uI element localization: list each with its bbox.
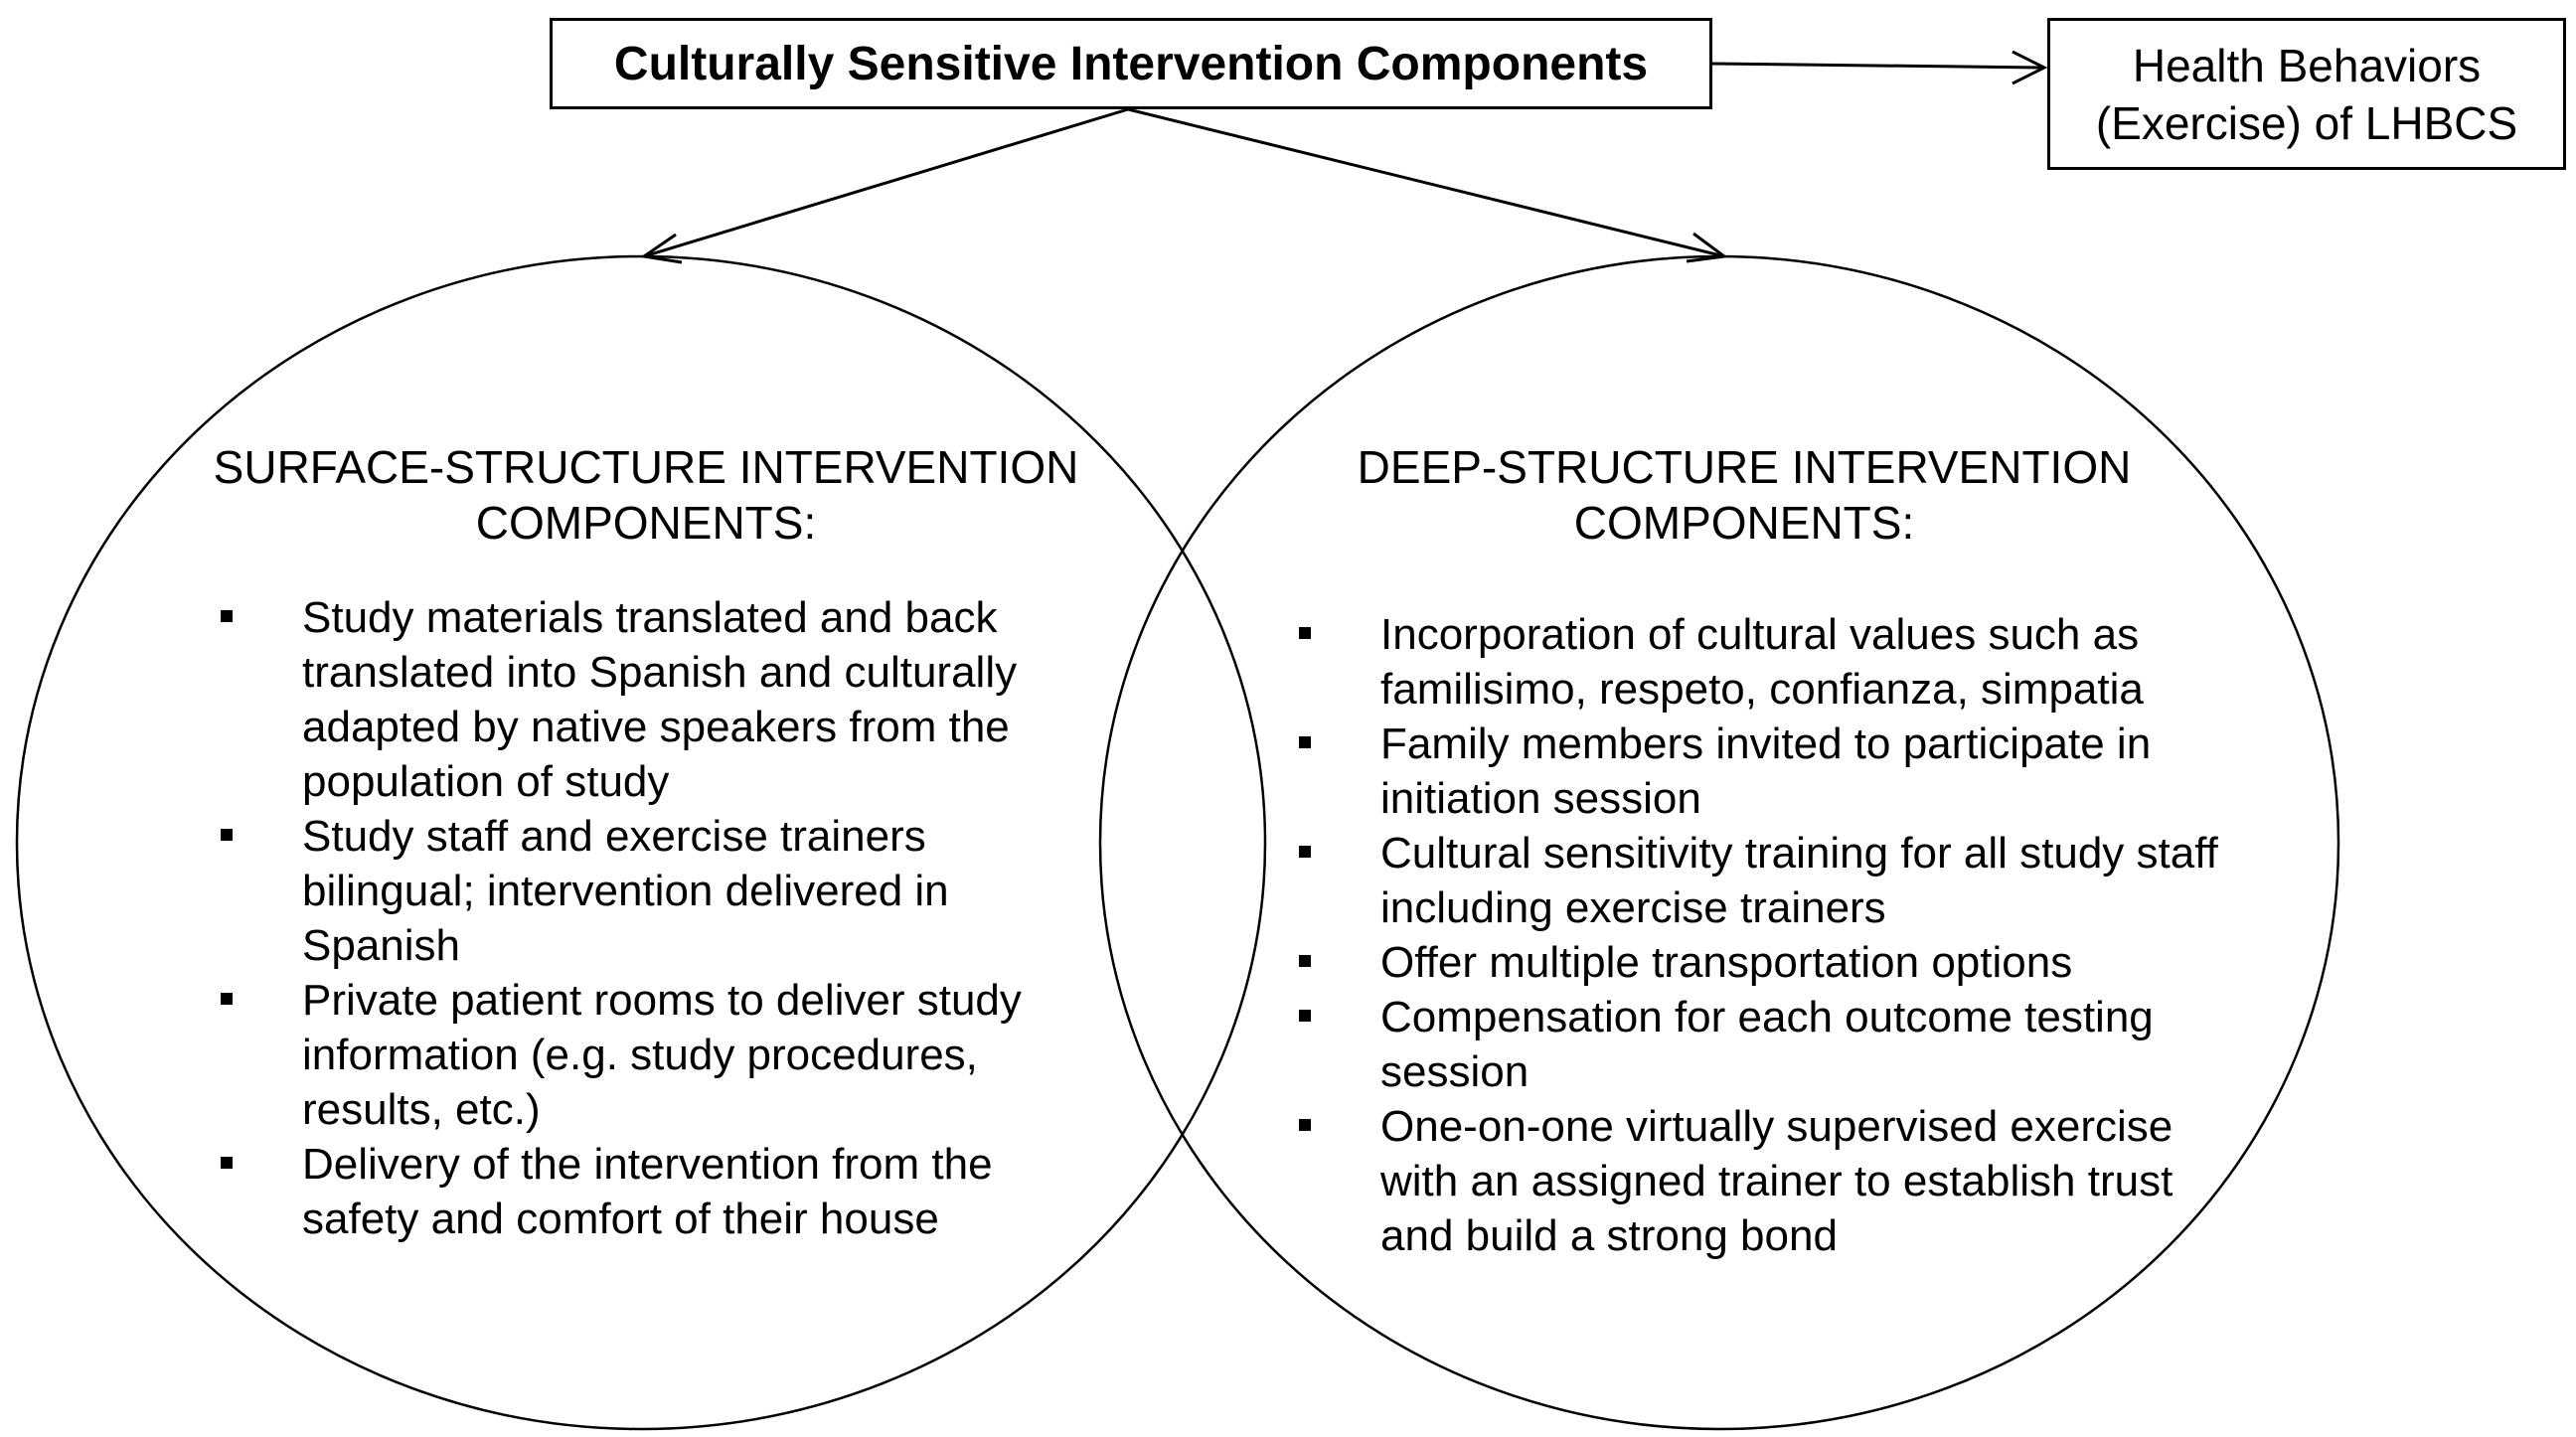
arrow-to-surface-line	[643, 107, 1129, 258]
arrow-to-deep-head	[1686, 232, 1728, 263]
list-item: Offer multiple transportation options	[1289, 935, 2243, 990]
arrow-to-surface-head	[640, 233, 683, 264]
list-item-text: Incorporation of cultural values such as…	[1380, 610, 2144, 714]
list-item-text: Private patient rooms to deliver study i…	[302, 976, 1022, 1134]
list-item-text: Compensation for each outcome testing se…	[1380, 993, 2154, 1096]
list-item: Incorporation of cultural values such as…	[1289, 607, 2243, 717]
health-behaviors-label: Health Behaviors (Exercise) of LHBCS	[2095, 39, 2518, 149]
arrow-to-outcome-head	[2012, 50, 2048, 85]
deep-structure-list: Incorporation of cultural values such as…	[1289, 607, 2243, 1263]
bullet-square-icon	[221, 1157, 233, 1169]
list-item-text: Family members invited to participate in…	[1380, 719, 2152, 823]
bullet-square-icon	[1299, 846, 1311, 858]
list-item: Compensation for each outcome testing se…	[1289, 990, 2243, 1099]
list-item: Study staff and exercise trainers biling…	[211, 809, 1105, 973]
deep-structure-heading: DEEP-STRUCTURE INTERVENTION COMPONENTS:	[1357, 441, 2132, 549]
list-item: One-on-one virtually supervised exercise…	[1289, 1099, 2243, 1263]
surface-structure-list: Study materials translated and back tran…	[211, 590, 1105, 1246]
surface-structure-ellipse	[15, 254, 1267, 1431]
list-item: Study materials translated and back tran…	[211, 590, 1105, 809]
list-item-text: One-on-one virtually supervised exercise…	[1380, 1102, 2174, 1260]
arrow-to-deep-line	[1127, 107, 1725, 258]
bullet-square-icon	[1299, 627, 1311, 639]
list-item-text: Study staff and exercise trainers biling…	[302, 812, 949, 970]
intervention-components-title: Culturally Sensitive Intervention Compon…	[613, 37, 1649, 90]
intervention-components-box: Culturally Sensitive Intervention Compon…	[550, 18, 1712, 109]
list-item-text: Offer multiple transportation options	[1380, 938, 2073, 987]
surface-structure-heading: SURFACE-STRUCTURE INTERVENTION COMPONENT…	[213, 441, 1079, 549]
bullet-square-icon	[221, 993, 233, 1005]
bullet-square-icon	[1299, 1119, 1311, 1131]
list-item: Private patient rooms to deliver study i…	[211, 973, 1105, 1137]
health-behaviors-box: Health Behaviors (Exercise) of LHBCS	[2047, 18, 2566, 170]
list-item-text: Delivery of the intervention from the sa…	[302, 1140, 993, 1243]
bullet-square-icon	[1299, 736, 1311, 748]
list-item: Family members invited to participate in…	[1289, 717, 2243, 826]
list-item: Delivery of the intervention from the sa…	[211, 1137, 1105, 1246]
list-item-text: Study materials translated and back tran…	[302, 593, 1018, 806]
bullet-square-icon	[221, 829, 233, 841]
bullet-square-icon	[1299, 955, 1311, 967]
bullet-square-icon	[221, 610, 233, 622]
bullet-square-icon	[1299, 1010, 1311, 1022]
list-item-text: Cultural sensitivity training for all st…	[1380, 829, 2218, 932]
arrow-to-outcome-line	[1711, 62, 2045, 70]
list-item: Cultural sensitivity training for all st…	[1289, 826, 2243, 935]
